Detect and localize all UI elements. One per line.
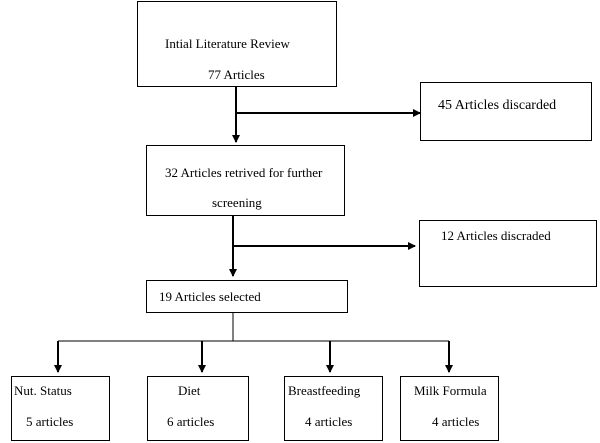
category-count-nut-status: 5 articles	[26, 414, 74, 429]
discard-box-2	[419, 220, 597, 287]
screening-line-2: screening	[212, 195, 262, 210]
discard-label-1: 45 Articles discarded	[438, 98, 557, 113]
discard-label-2: 12 Articles discraded	[441, 228, 551, 243]
review-title: Intial Literature Review	[165, 36, 290, 51]
discard-box-1	[420, 82, 592, 141]
review-box	[137, 1, 337, 87]
review-count: 77 Articles	[208, 67, 265, 82]
category-name-nut-status: Nut. Status	[14, 383, 72, 398]
category-box-nut-status	[11, 376, 110, 441]
category-box-breastfeeding	[284, 376, 383, 441]
category-count-milk-formula: 4 articles	[432, 414, 480, 429]
selected-label: 19 Articles selected	[159, 289, 261, 304]
screening-line-1: 32 Articles retrived for further	[165, 165, 323, 180]
category-name-breastfeeding: Breastfeeding	[288, 383, 361, 398]
category-box-diet	[147, 376, 249, 441]
category-name-diet: Diet	[178, 383, 201, 398]
category-count-diet: 6 articles	[167, 414, 215, 429]
category-count-breastfeeding: 4 articles	[305, 414, 353, 429]
selected-box	[146, 280, 348, 313]
category-name-milk-formula: Milk Formula	[414, 383, 487, 398]
category-box-milk-formula	[400, 376, 499, 441]
screening-box	[146, 145, 345, 216]
